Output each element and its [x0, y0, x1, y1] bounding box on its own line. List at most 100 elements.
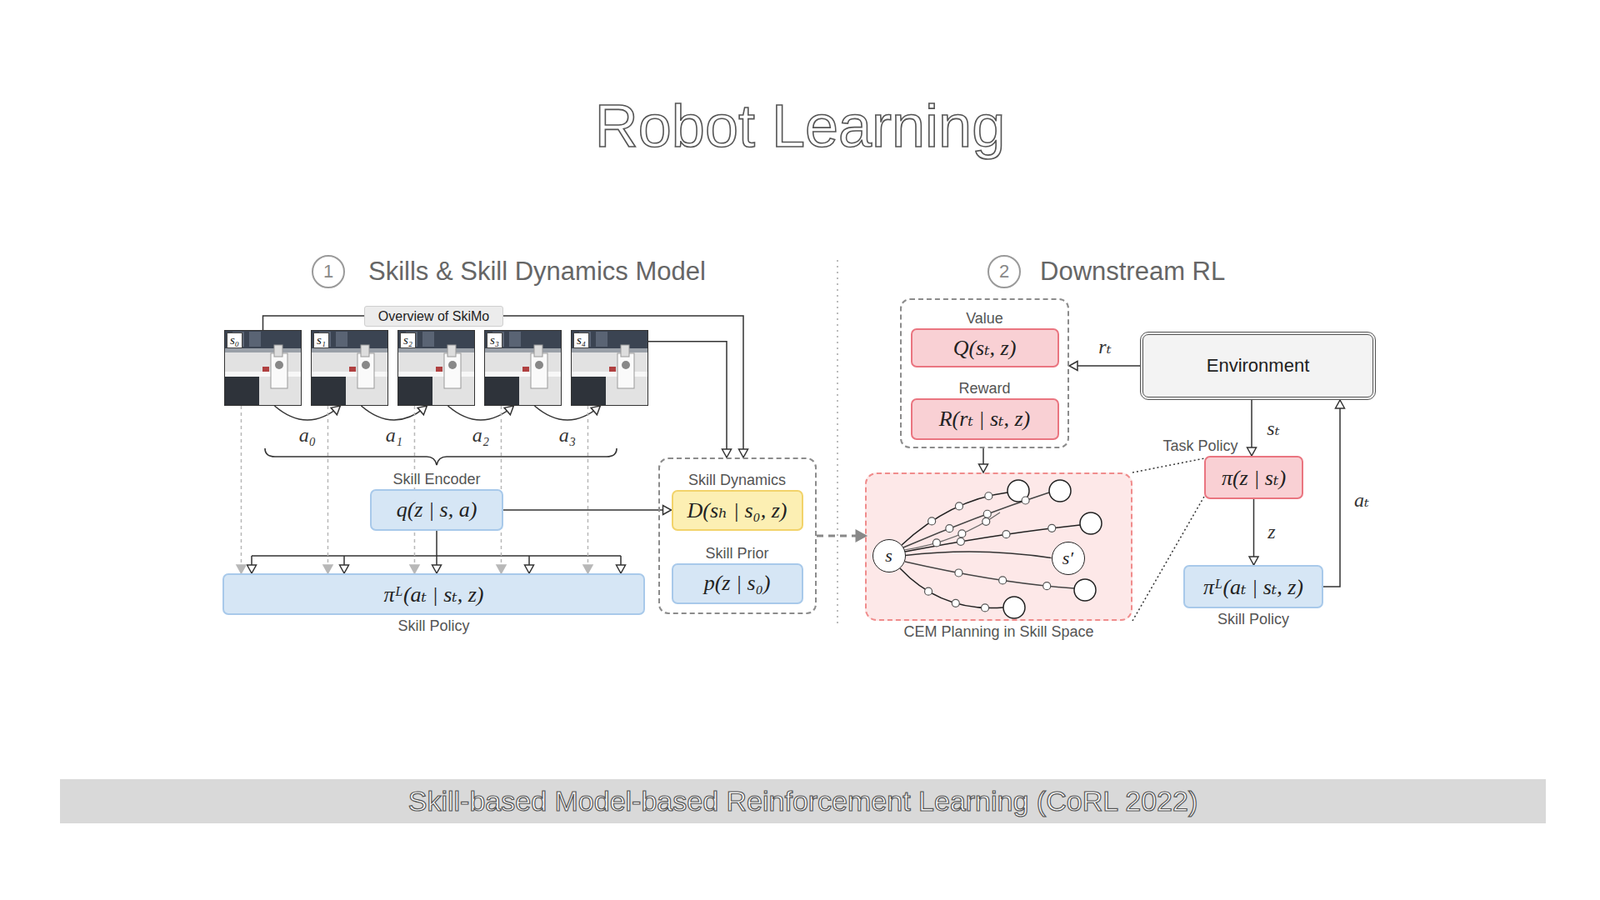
box-heading: Reward — [956, 380, 1012, 397]
connector — [1132, 458, 1205, 473]
graph-bead — [932, 539, 940, 547]
text-wrap: R(rₜ | sₜ, z) — [912, 400, 1058, 439]
caption-band: Skill-based Model-based Reinforcement Le… — [60, 779, 1546, 824]
edge-label-wrap: z — [1265, 520, 1277, 544]
text-wrap: Skill Policy — [1215, 610, 1291, 629]
state-label: s₃ — [486, 332, 503, 349]
connector — [1247, 400, 1257, 456]
end-state — [1080, 512, 1102, 535]
slide-title: Robot Learning — [595, 92, 1005, 160]
model-box: πᴸ(aₜ | sₜ, z)Skill Policy — [1183, 565, 1324, 609]
connector-line — [1323, 400, 1340, 587]
arrow-head — [432, 565, 442, 574]
frame-image: s₂ — [397, 330, 475, 406]
arrow-head — [1247, 447, 1257, 456]
arrow-head — [856, 531, 865, 541]
state-label: s₀ — [226, 332, 243, 349]
planning-box: CEM Planning in Skill Spacess′ — [865, 472, 1133, 621]
box-text: Overview of SkiMo — [378, 309, 490, 325]
box-text: s — [885, 545, 893, 567]
step-number: 1 — [311, 255, 345, 289]
text-wrap: Q(sₜ, z) — [912, 330, 1058, 366]
box-heading: Task Policy — [1160, 437, 1240, 455]
box-text: πᴸ(aₜ | sₜ, z) — [384, 581, 485, 608]
box-text: D(sₕ | s₀, z) — [687, 497, 788, 524]
arrow-head — [247, 565, 257, 574]
connector-line — [1253, 499, 1255, 565]
group-box: ValueQ(sₜ, z) RewardR(rₜ | sₜ, z) — [900, 298, 1070, 449]
state-node: s — [872, 539, 906, 573]
graph-bead — [981, 604, 990, 612]
edge-label-wrap: a₂ — [470, 424, 491, 447]
arrow-head — [722, 449, 732, 458]
edge-label-wrap: a₀ — [297, 424, 318, 447]
text-wrap: CEM Planning in Skill Space — [901, 623, 1095, 641]
text-wrap: Skill Policy — [395, 617, 471, 635]
text-wrap: s₄ — [573, 332, 590, 349]
text-wrap: D(sₕ | s₀, z) — [673, 491, 802, 530]
connector — [816, 531, 865, 541]
connector-line — [263, 315, 745, 458]
box-heading: Skill Policy — [1215, 610, 1291, 628]
environment-box: Environment — [1140, 331, 1376, 400]
connector — [263, 315, 749, 458]
connector-line — [447, 405, 514, 420]
text-wrap: π(z | sₜ) — [1205, 457, 1302, 498]
text-wrap: Skill Encoder — [390, 470, 482, 489]
box-text: 1 — [323, 260, 334, 283]
box-heading: Skill Encoder — [390, 470, 482, 488]
arrow-head — [410, 565, 420, 574]
arrow-head — [616, 565, 626, 574]
graph-bead — [1002, 530, 1010, 539]
graph-bead — [1021, 496, 1030, 505]
graph-bead — [985, 492, 993, 500]
edge-label: z — [1265, 520, 1277, 543]
brace — [265, 448, 617, 465]
graph-bead — [982, 517, 990, 525]
connector-line — [274, 405, 340, 420]
title-wrap: Robot Learning — [0, 91, 1600, 160]
box-text: p(z | s₀) — [704, 570, 771, 596]
task-box: Task Policyπ(z | sₜ) — [1204, 455, 1304, 500]
model-box: Skill Priorp(z | s₀) — [671, 563, 804, 605]
connector-line — [534, 405, 600, 420]
connector — [274, 405, 340, 420]
connector — [534, 405, 600, 420]
edge-label: sₜ — [1265, 417, 1281, 440]
graph-bead — [956, 537, 965, 545]
connector — [1323, 400, 1345, 587]
graph-bead — [951, 599, 960, 607]
connector-line — [1069, 365, 1140, 367]
text-wrap: s — [873, 540, 905, 572]
frame-image: s₄ — [570, 330, 649, 406]
edge-label-wrap: a₁ — [384, 424, 405, 447]
arrow-head — [663, 505, 672, 515]
text-wrap: 2 — [989, 256, 1020, 287]
section-heading: Downstream RL — [1040, 256, 1225, 286]
branch-path — [905, 525, 1080, 552]
text-wrap: πᴸ(aₜ | sₜ, z) — [224, 575, 644, 614]
connector — [447, 405, 514, 420]
branch-path — [900, 568, 1004, 609]
text-wrap: Reward — [956, 380, 1012, 398]
connector-line — [905, 551, 1052, 559]
box-heading: Value — [964, 310, 1005, 327]
arrow-head — [583, 565, 593, 574]
arrow-head — [340, 565, 350, 574]
connector — [236, 405, 246, 574]
group-box: Skill DynamicsD(sₕ | s₀, z)Skill Priorp(… — [658, 457, 817, 615]
text-wrap: s₀ — [226, 332, 243, 349]
edge-label-wrap: rₜ — [1096, 335, 1113, 359]
connector — [583, 405, 593, 574]
edge-label: rₜ — [1096, 335, 1113, 358]
text-wrap: 1 — [313, 256, 344, 287]
text-wrap: πᴸ(aₜ | sₜ, z) — [1185, 566, 1322, 607]
connector-line — [503, 509, 672, 511]
text-wrap: s₂ — [400, 332, 416, 349]
text-wrap: s₁ — [313, 332, 330, 349]
connector — [648, 341, 732, 458]
frame-image: s₁ — [310, 330, 389, 406]
arrow-head — [1249, 556, 1259, 565]
graph-bead — [928, 517, 936, 525]
